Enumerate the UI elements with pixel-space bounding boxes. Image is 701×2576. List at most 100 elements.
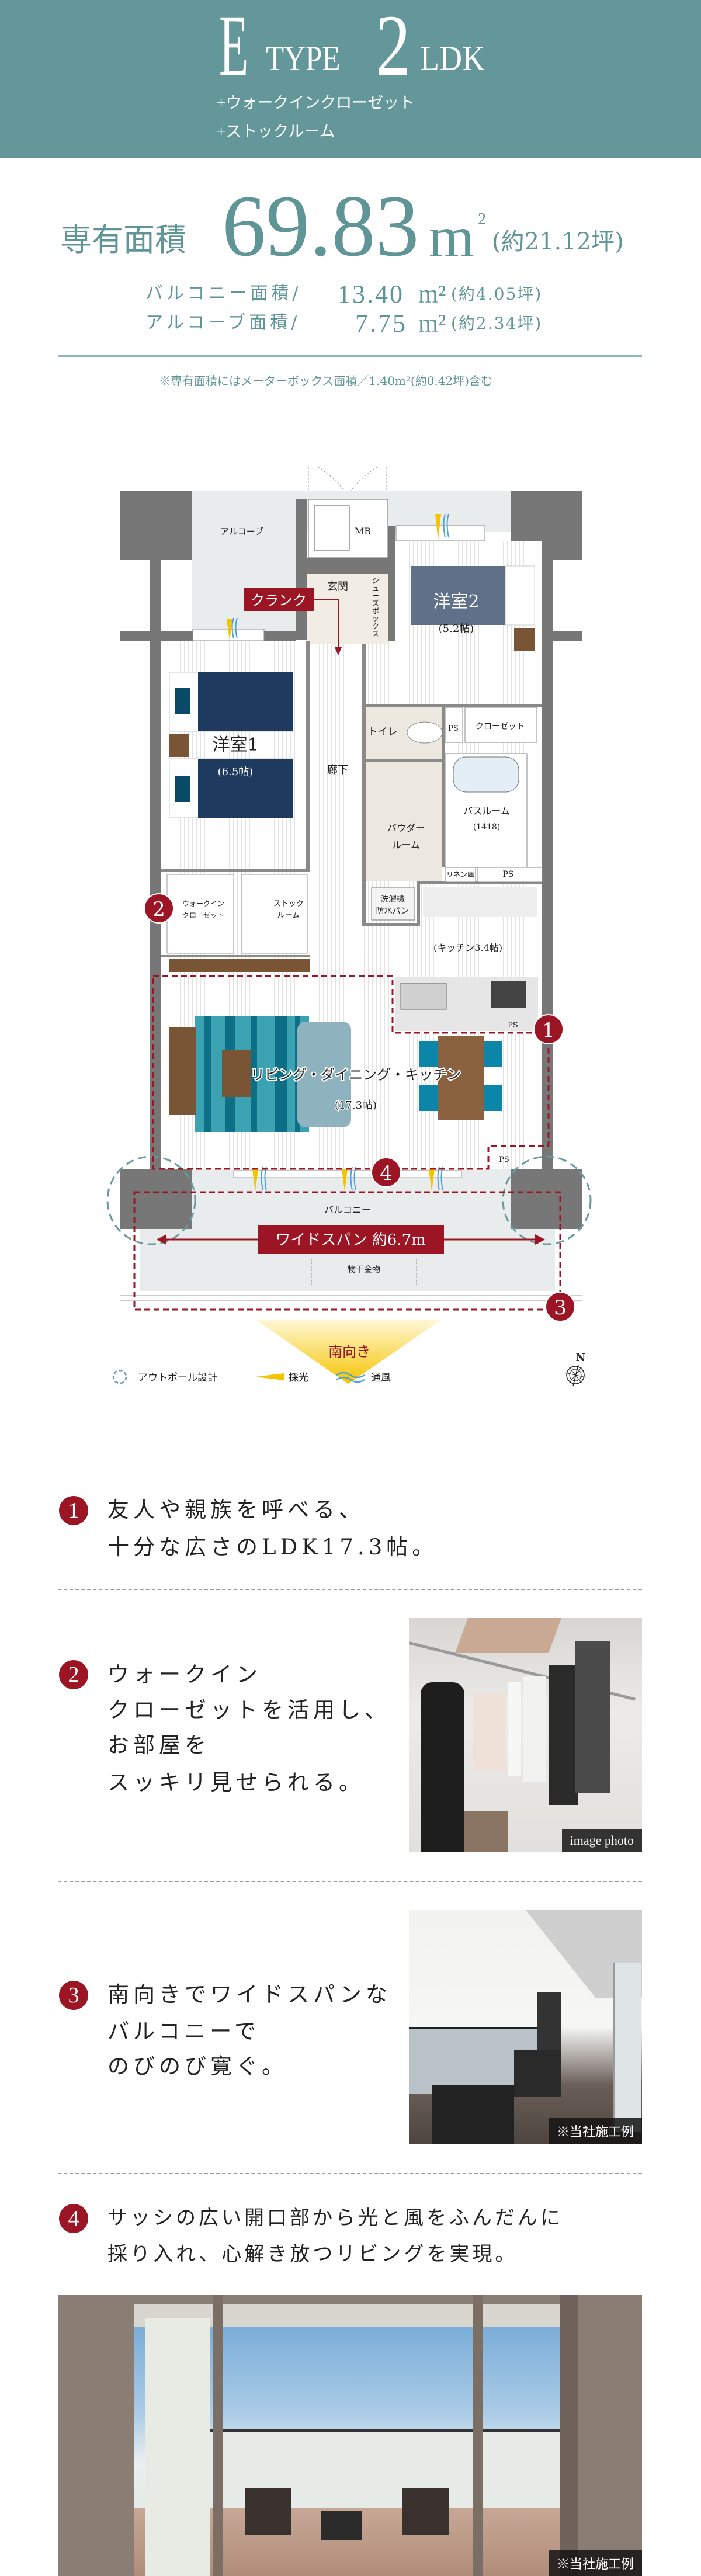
ps-label: PS <box>448 724 459 733</box>
walk-in-closet <box>166 874 234 954</box>
room2-bed <box>411 566 505 625</box>
area-divider <box>58 355 642 357</box>
entrance-label: 玄関 <box>327 581 348 593</box>
feature-2-line-4: スッキリ見せられる。 <box>107 1770 365 1795</box>
walk-in-closet-photo: image photo <box>409 1618 642 1852</box>
living-sash-photo: ※当社施工例 <box>58 2295 642 2576</box>
badge-4: 4 <box>371 1157 401 1188</box>
svg-text:ズ: ズ <box>372 599 379 607</box>
closet <box>464 707 537 743</box>
ldk-label: リビング・ダイニング・キッチン <box>251 1067 461 1083</box>
wide-span-label: ワイドスパン 約6.7m <box>275 1231 426 1249</box>
balcony-photo: ※当社施工例 <box>409 1910 642 2144</box>
ps-label: PS <box>499 1155 509 1164</box>
feature-2-line-3: お部屋を <box>107 1733 210 1758</box>
balcony-area-tsubo: (約4.05坪) <box>451 284 543 304</box>
mb-label: MB <box>355 526 371 537</box>
outpole-legend-icon <box>112 1369 127 1384</box>
exclusive-area-unit-sup: 2 <box>478 210 486 228</box>
dining-table <box>438 1036 484 1120</box>
powder-label-2: ルーム <box>392 839 420 850</box>
crank-arrow <box>314 599 339 648</box>
wide-span-box <box>258 1225 444 1254</box>
ps-label: PS <box>502 870 513 879</box>
svg-text:1: 1 <box>542 1019 555 1042</box>
sash-window <box>233 1170 462 1178</box>
feature-2-line-2: クローゼットを活用し、 <box>107 1697 390 1723</box>
svg-text:ス: ス <box>372 630 379 638</box>
feature-2-badge: 2 <box>59 1660 88 1689</box>
interior-walls <box>161 641 542 957</box>
light-legend-icon <box>255 1373 284 1380</box>
entrance-floor <box>307 574 388 644</box>
balcony-area-unit: m² <box>418 280 446 308</box>
alcove-area-value: 7.75 <box>355 309 407 338</box>
wic-label-2: クローゼット <box>182 911 224 919</box>
south-label: 南向き <box>328 1343 370 1360</box>
toilet-label: トイレ <box>368 726 398 738</box>
ldk-size: (17.3帖) <box>335 1099 377 1112</box>
washer-pan <box>371 887 415 921</box>
sink-icon <box>400 983 447 1010</box>
feature-4-line-1: サッシの広い開口部から光と風をふんだんに <box>107 2206 563 2230</box>
ps-label: PS <box>508 1021 518 1030</box>
toilet-icon <box>407 721 443 744</box>
balcony-area-value: 13.40 <box>338 280 404 308</box>
feature-3-line-1: 南向きでワイドスパンな <box>107 1982 391 2007</box>
exclusive-area-unit: m <box>429 204 474 269</box>
closet-label: クローゼット <box>476 722 525 731</box>
wind-legend-icon <box>336 1372 365 1383</box>
svg-text:ボ: ボ <box>372 607 379 615</box>
extra-wic: +ウォークインクローゼット <box>217 94 415 112</box>
svg-text:N: N <box>576 1352 585 1364</box>
feature-1-line-1: 友人や親族を呼べる、 <box>107 1497 365 1522</box>
dining-chairs <box>419 1041 502 1111</box>
legend-outpole: アウトポール設計 <box>138 1372 217 1384</box>
sofa <box>297 1022 351 1127</box>
room1-label: 洋室1 <box>212 735 258 755</box>
photo-caption: image photo <box>561 1829 642 1852</box>
legend-wind: 通風 <box>371 1372 391 1384</box>
feature-divider <box>58 2173 642 2174</box>
photo-caption: ※当社施工例 <box>548 2118 642 2144</box>
exclusive-area-tsubo: (約21.12坪) <box>492 228 624 255</box>
stock-label-2: ルーム <box>277 911 300 920</box>
feature-divider <box>58 1881 642 1882</box>
feature-divider <box>58 1589 642 1590</box>
alcove-area-tsubo: (約2.34坪) <box>451 314 543 333</box>
feature-3-line-3: のびのび寛ぐ。 <box>107 2054 287 2079</box>
kitchen-appliances <box>423 887 537 917</box>
balcony-area-label: バルコニー面積/ <box>145 283 302 304</box>
outpole-circle-left <box>106 1155 196 1245</box>
exclusive-area-value: 69.83 <box>222 178 419 275</box>
feature-4-line-2: 採り入れ、心解き放つリビングを実現。 <box>107 2242 518 2266</box>
room1-bed <box>198 759 293 818</box>
powder-room <box>366 762 442 881</box>
bathroom-size: (1418) <box>473 822 501 832</box>
compass-rose-icon: N <box>564 1352 587 1387</box>
washer-label-2: 防水パン <box>376 907 410 916</box>
stock-label-1: ストック <box>273 900 304 908</box>
alcove-area-unit: m² <box>418 309 446 338</box>
feature-4-badge: 4 <box>59 2204 88 2233</box>
area-note: ※専有面積にはメーターボックス面積／1.40m²(約0.42坪)含む <box>159 374 493 388</box>
room2-size: (5.2帖) <box>439 623 474 635</box>
tv-board <box>169 1027 196 1115</box>
svg-text:3: 3 <box>554 1296 567 1320</box>
linen-label: リネン庫 <box>446 870 474 879</box>
outpole-circle-right <box>502 1155 592 1245</box>
shelf <box>169 959 310 972</box>
type-header: E TYPE 2 LDK +ウォークインクローゼット +ストックルーム <box>0 0 701 158</box>
balcony-label: バルコニー <box>324 1204 371 1216</box>
stock-room <box>241 874 308 954</box>
badge-2: 2 <box>144 893 174 924</box>
feature-1-line-2: 十分な広さのLDK17.3帖。 <box>107 1535 438 1560</box>
plan-suffix: LDK <box>420 39 485 78</box>
feature-3-badge: 3 <box>59 1981 88 2010</box>
powder-label-1: パウダー <box>387 822 425 834</box>
ldk-highlight <box>152 975 550 1170</box>
kitchen-label: (キッチン3.4帖) <box>433 942 502 953</box>
room2-label: 洋室2 <box>433 592 479 612</box>
feature-1-badge: 1 <box>59 1496 88 1525</box>
